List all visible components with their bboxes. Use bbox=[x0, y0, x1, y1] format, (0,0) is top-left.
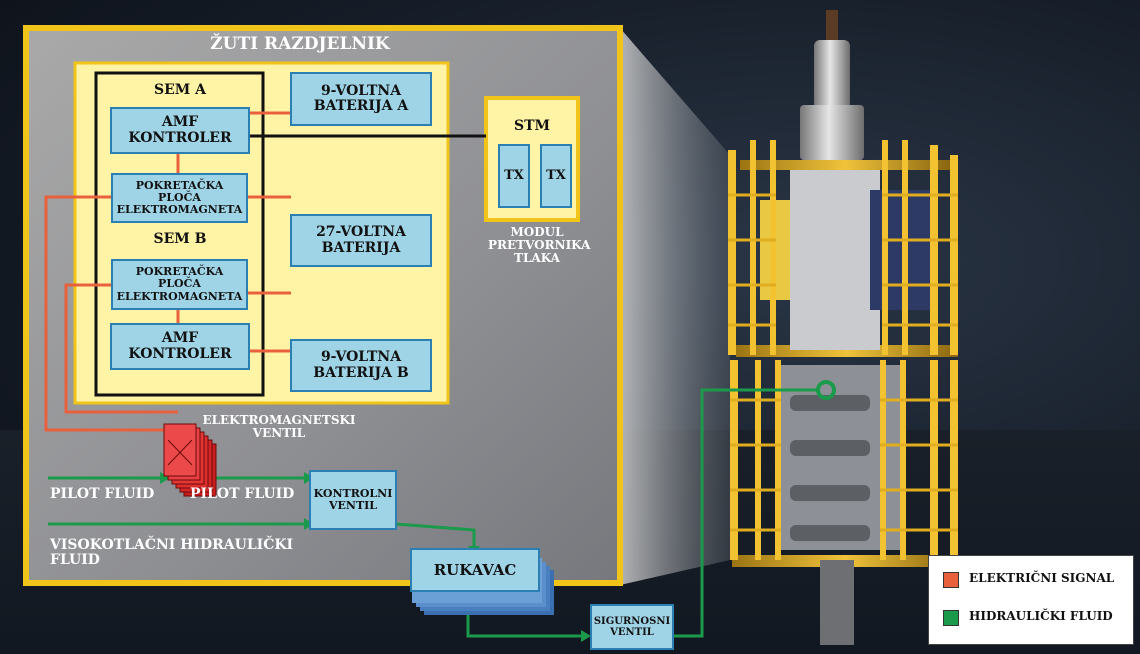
safety-valve: SIGURNOSNI VENTIL bbox=[590, 604, 674, 650]
battery-27v: 27-VOLTNA BATERIJA bbox=[290, 214, 432, 267]
battery-9v-a: 9-VOLTNA BATERIJA A bbox=[290, 72, 432, 126]
manifold-title: ŽUTI RAZDJELNIK bbox=[210, 34, 390, 54]
stm-tx-2: TX bbox=[540, 144, 572, 208]
legend-swatch-hydraulic bbox=[943, 610, 959, 626]
projection-wedge bbox=[620, 28, 730, 585]
solenoid-driver-board-a: POKRETAČKA PLOČA ELEKTROMAGNETA bbox=[111, 173, 248, 223]
sem-frame bbox=[94, 71, 265, 397]
legend-label-electrical: ELEKTRIČNI SIGNAL bbox=[969, 571, 1115, 585]
pilot-fluid-out-label: PILOT FLUID bbox=[190, 486, 295, 502]
electrical-lines bbox=[44, 111, 291, 432]
legend-label-hydraulic: HIDRAULIČKI FLUID bbox=[969, 609, 1113, 623]
legend: ELEKTRIČNI SIGNAL HIDRAULIČKI FLUID bbox=[928, 555, 1134, 645]
shuttle-box: RUKAVAC bbox=[410, 548, 540, 592]
stm-title: STM bbox=[513, 118, 551, 134]
control-valve: KONTROLNI VENTIL bbox=[309, 470, 397, 530]
legend-swatch-electrical bbox=[943, 572, 959, 588]
battery-9v-b: 9-VOLTNA BATERIJA B bbox=[290, 339, 432, 392]
amf-controller-b: AMF KONTROLER bbox=[110, 323, 250, 370]
high-pressure-fluid-label: VISOKOTLAČNI HIDRAULIČKI FLUID bbox=[50, 537, 294, 569]
bop-connection-point bbox=[816, 380, 836, 400]
solenoid-driver-board-b: POKRETAČKA PLOČA ELEKTROMAGNETA bbox=[111, 259, 248, 310]
solenoid-valve-label: ELEKTROMAGNETSKI VENTIL bbox=[202, 413, 356, 441]
bop-stack-illustration bbox=[728, 10, 958, 645]
sem-a-label: SEM A bbox=[153, 82, 206, 98]
pilot-fluid-in-label: PILOT FLUID bbox=[50, 486, 155, 502]
amf-controller-a: AMF KONTROLER bbox=[110, 107, 250, 154]
sem-b-label: SEM B bbox=[153, 231, 207, 247]
stm-caption: MODUL PRETVORNIKA TLAKA bbox=[488, 225, 591, 266]
stm-tx-1: TX bbox=[498, 144, 530, 208]
solenoid-valve-stack bbox=[163, 423, 217, 497]
